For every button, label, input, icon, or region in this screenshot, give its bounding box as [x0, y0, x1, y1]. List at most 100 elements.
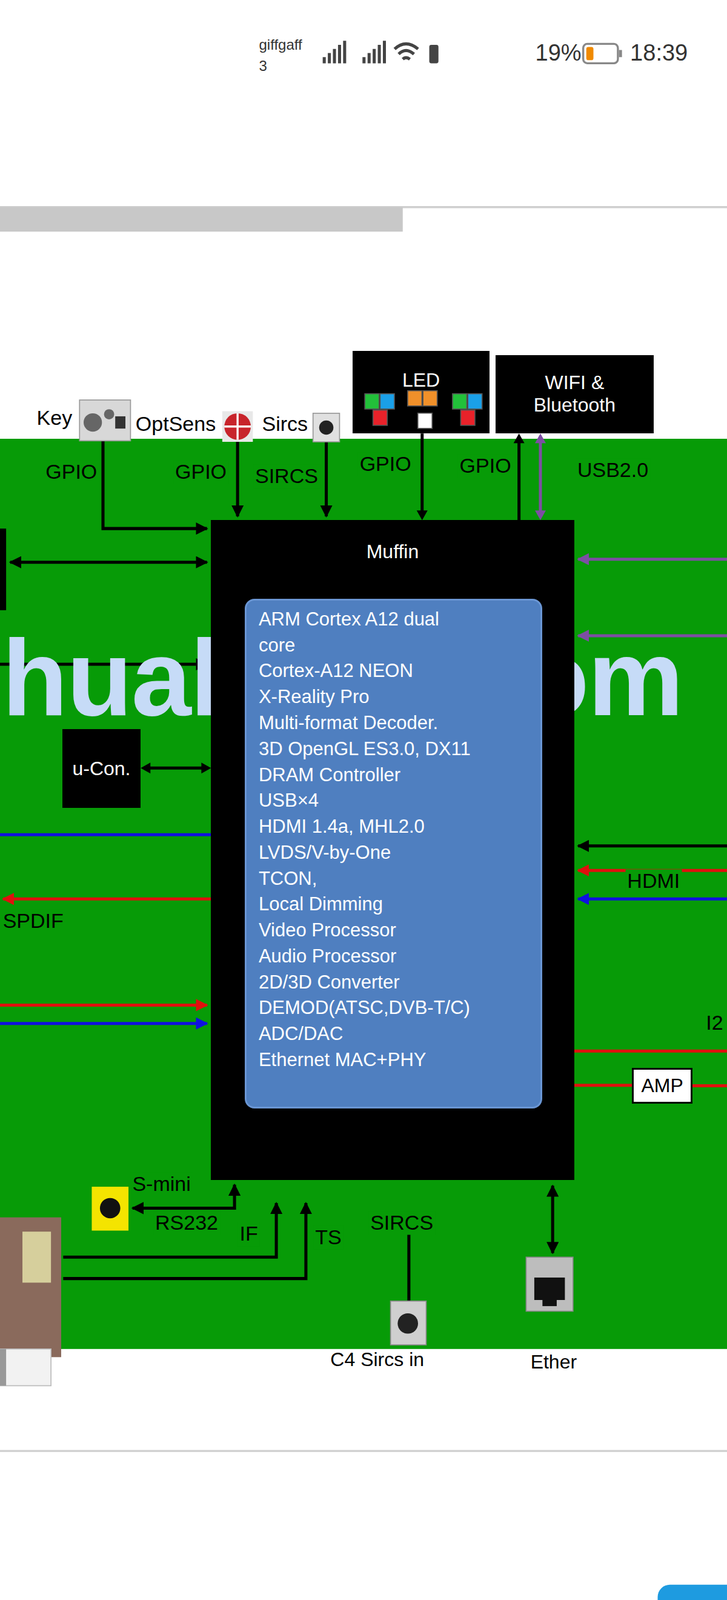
battery-icon [583, 43, 618, 64]
box-label: Muffin [210, 519, 574, 563]
wire [324, 441, 328, 517]
board [0, 438, 727, 1349]
connector-line [574, 1083, 633, 1087]
battery-icon [429, 44, 439, 64]
wires [0, 440, 727, 1301]
soc-box: MuffinARM Cortex A12 dual coreCortex-A12… [210, 519, 574, 1180]
led-box: LED [352, 350, 490, 434]
led-lamp [418, 413, 433, 429]
signal-icon [364, 40, 385, 64]
sircs-icon [313, 413, 340, 442]
connector [534, 433, 546, 520]
feature-line: USB×4 [258, 787, 529, 814]
connector-line [517, 441, 521, 520]
wire [577, 843, 727, 847]
feature-line: Ethernet MAC+PHY [258, 1046, 529, 1073]
connector-line [149, 766, 203, 770]
ethernet-jack [525, 1256, 573, 1311]
signal-label: SIRCS [368, 1210, 435, 1235]
signal-label: 19% [535, 39, 582, 67]
box-label: WIFI & Bluetooth [513, 371, 635, 417]
signal-label: C4 Sircs in [330, 1347, 425, 1371]
feature-line: LVDS/V-by-One [258, 839, 529, 866]
feature-line: 3D OpenGL ES3.0, DX11 [258, 736, 529, 763]
connector [513, 433, 525, 520]
wire [692, 1083, 727, 1087]
box-label: AMP [640, 1074, 683, 1097]
led-lamp [380, 393, 396, 409]
amp-box: AMP [631, 1067, 692, 1104]
signal-label: HDMI [625, 869, 682, 893]
edge-label: GPIO [458, 454, 514, 479]
tuner-card [0, 1217, 62, 1386]
edge-label: GPIO [358, 451, 414, 476]
wire [236, 441, 240, 517]
arrow-head [201, 762, 211, 774]
feature-line: HDMI 1.4a, MHL2.0 [258, 813, 529, 840]
signal-label: GPIO [173, 460, 229, 485]
signal-label: Ether [530, 1349, 577, 1373]
wire [577, 897, 727, 901]
signal-label: RS232 [153, 1210, 220, 1235]
signal-label: SIRCS [253, 464, 320, 488]
signal-icon [324, 40, 345, 64]
arrow-head [140, 762, 151, 774]
feature-line: DRAM Controller [258, 762, 529, 789]
wifi-icon [394, 43, 419, 59]
key-icon [79, 399, 131, 441]
connector-line [539, 441, 543, 512]
module-box: u-Con. [62, 728, 142, 808]
signal-label: Sircs [262, 412, 309, 437]
feature-line: ARM Cortex A12 dual core [258, 606, 459, 659]
battery-tip [619, 50, 623, 58]
signal-label: giffgaff [258, 36, 302, 54]
wire [0, 833, 211, 837]
led-lamp [452, 393, 468, 409]
feature-line: Multi-format Decoder. [258, 710, 529, 737]
wire [577, 557, 727, 561]
box-label: u-Con. [72, 757, 131, 780]
corner-button [657, 1584, 727, 1600]
s-mini-jack [91, 1186, 129, 1230]
feature-line: 2D/3D Converter [258, 969, 529, 996]
feature-line: Video Processor [258, 917, 529, 944]
box-label: LED [352, 368, 490, 392]
connector [416, 433, 428, 520]
signal-label: TS [313, 1224, 343, 1249]
feature-line: TCON, [258, 865, 529, 892]
wire [10, 560, 208, 564]
edge-label: USB2.0 [575, 458, 651, 482]
wire [0, 1021, 208, 1025]
feature-line: Cortex-A12 NEON [258, 657, 529, 684]
signal-label: IF [238, 1221, 260, 1246]
signal-label: S-mini [130, 1171, 193, 1196]
connector [140, 762, 211, 774]
led-lamp [422, 390, 438, 406]
feature-line: X-Reality Pro [258, 683, 529, 711]
signal-label: 18:39 [630, 39, 688, 67]
wire [102, 440, 208, 529]
led-symbols [352, 350, 490, 434]
scroll-bar [0, 207, 403, 232]
led-lamp [407, 390, 423, 406]
feature-line: ADC/DAC [258, 1020, 529, 1047]
arrow-head [534, 510, 546, 520]
signal-label: Key [36, 405, 73, 430]
feature-line: Audio Processor [258, 943, 529, 970]
part-edge [0, 528, 7, 611]
feature-box: ARM Cortex A12 dual coreCortex-A12 NEONX… [244, 598, 543, 1109]
connector-line [420, 433, 424, 512]
signal-label: I2 [703, 1011, 725, 1035]
wire [3, 897, 211, 901]
arrow-head [534, 433, 546, 443]
feature-line: Local Dimming [258, 891, 529, 918]
wire [0, 1003, 208, 1007]
led-lamp [373, 410, 388, 426]
connector [574, 1084, 633, 1086]
rule-line [0, 1449, 727, 1451]
battery-level [586, 46, 594, 60]
c4-jack [390, 1300, 427, 1345]
signal-label: 3 [258, 58, 267, 76]
arrow-head [416, 510, 428, 520]
